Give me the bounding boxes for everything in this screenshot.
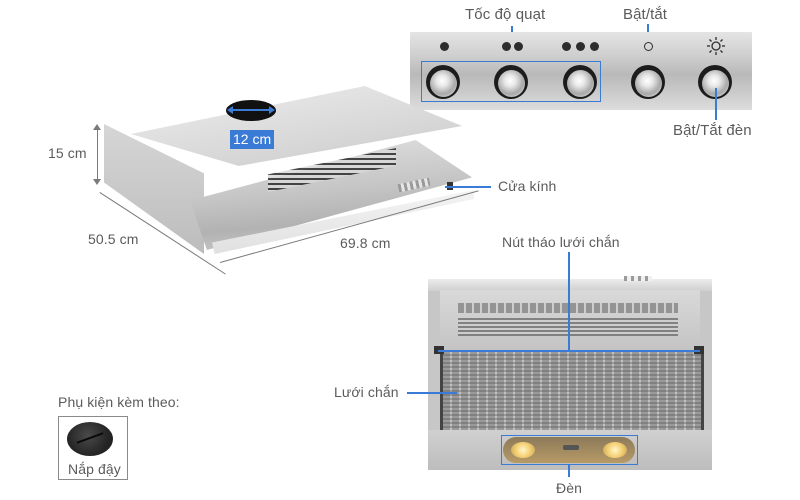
speed-3-button[interactable] [563, 65, 597, 99]
height-label: 15 cm [48, 145, 87, 161]
speed-3-indicator-icon [590, 42, 599, 51]
lamp-highlight-box [501, 435, 638, 465]
power-label: Bật/tắt [623, 6, 668, 23]
speed-2-indicator-icon [502, 42, 511, 51]
bulb-left [511, 442, 535, 458]
arrow-up-icon [93, 124, 101, 130]
width-label: 69.8 cm [340, 235, 391, 251]
grease-filter [440, 350, 704, 430]
double-arrow-icon [227, 106, 275, 114]
control-panel [410, 32, 752, 110]
sun-icon [707, 37, 725, 55]
lamp-housing [503, 437, 635, 463]
filter-release-callout-horizontal [438, 350, 700, 352]
speed-1-button[interactable] [426, 65, 460, 99]
filter-callout-line [407, 392, 457, 394]
speed-2-indicator-icon [514, 42, 523, 51]
underside-control-buttons [624, 276, 652, 281]
power-ring-icon [644, 42, 653, 51]
glass-door-label: Cửa kính [498, 178, 557, 194]
outlet-diameter-badge: 12 cm [230, 130, 275, 149]
depth-label: 50.5 cm [88, 231, 139, 247]
speed-1-indicator-icon [440, 42, 449, 51]
speed-3-indicator-icon [576, 42, 585, 51]
filter-release-callout-vertical [568, 252, 570, 350]
accessory-item-label: Nắp đậy [68, 461, 121, 477]
light-callout-line [715, 88, 717, 120]
speed-3-indicator-icon [562, 42, 571, 51]
fan-speed-label: Tốc độ quạt [465, 6, 546, 23]
filter-release-label: Nút tháo lưới chắn [502, 234, 620, 250]
power-button[interactable] [631, 65, 665, 99]
bulb-right [603, 442, 627, 458]
height-dimension-line [97, 127, 99, 181]
accessory-heading: Phụ kiện kèm theo: [58, 394, 180, 410]
arrow-down-icon [93, 179, 101, 185]
glass-door-callout-line [445, 186, 491, 188]
underside-top-edge [428, 279, 712, 291]
lamp-callout-line [568, 465, 570, 477]
fan-speed-highlight-box [421, 61, 601, 102]
filter-label: Lưới chắn [334, 384, 399, 400]
accessory-box: Nắp đậy [58, 416, 128, 480]
light-toggle-label: Bật/Tắt đèn [673, 122, 752, 139]
speed-2-button[interactable] [494, 65, 528, 99]
lamp-switch [563, 445, 579, 450]
lamp-label: Đèn [556, 480, 582, 496]
